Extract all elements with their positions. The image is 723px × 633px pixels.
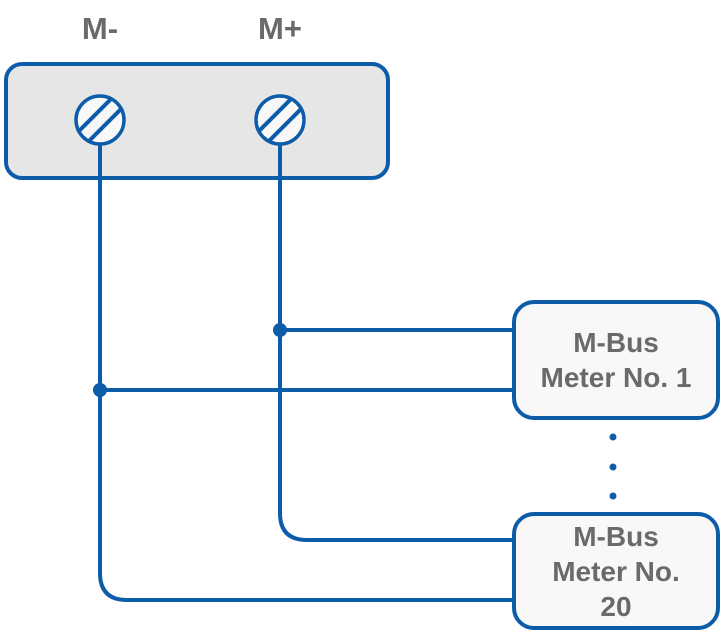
terminal-label-m-plus: M+	[258, 11, 302, 46]
meter-1-label: M-Bus Meter No. 1	[540, 327, 692, 393]
terminal-label-m-minus: M-	[81, 11, 119, 46]
junction-dot-m-minus	[93, 383, 107, 397]
meter-20-label: M-Bus Meter No. 20	[552, 520, 680, 622]
screw-terminal-m-minus-icon	[74, 94, 126, 146]
junction-dot-m-plus	[273, 323, 287, 337]
meter-box-1: M-Bus Meter No. 1	[512, 300, 720, 420]
screw-terminal-m-plus-icon	[254, 94, 306, 146]
wire-m-minus	[98, 142, 516, 602]
meters-ellipsis-icon	[609, 433, 617, 500]
terminal-block	[4, 62, 390, 180]
meter-box-20: M-Bus Meter No. 20	[512, 512, 720, 630]
wire-m-plus	[278, 142, 516, 542]
